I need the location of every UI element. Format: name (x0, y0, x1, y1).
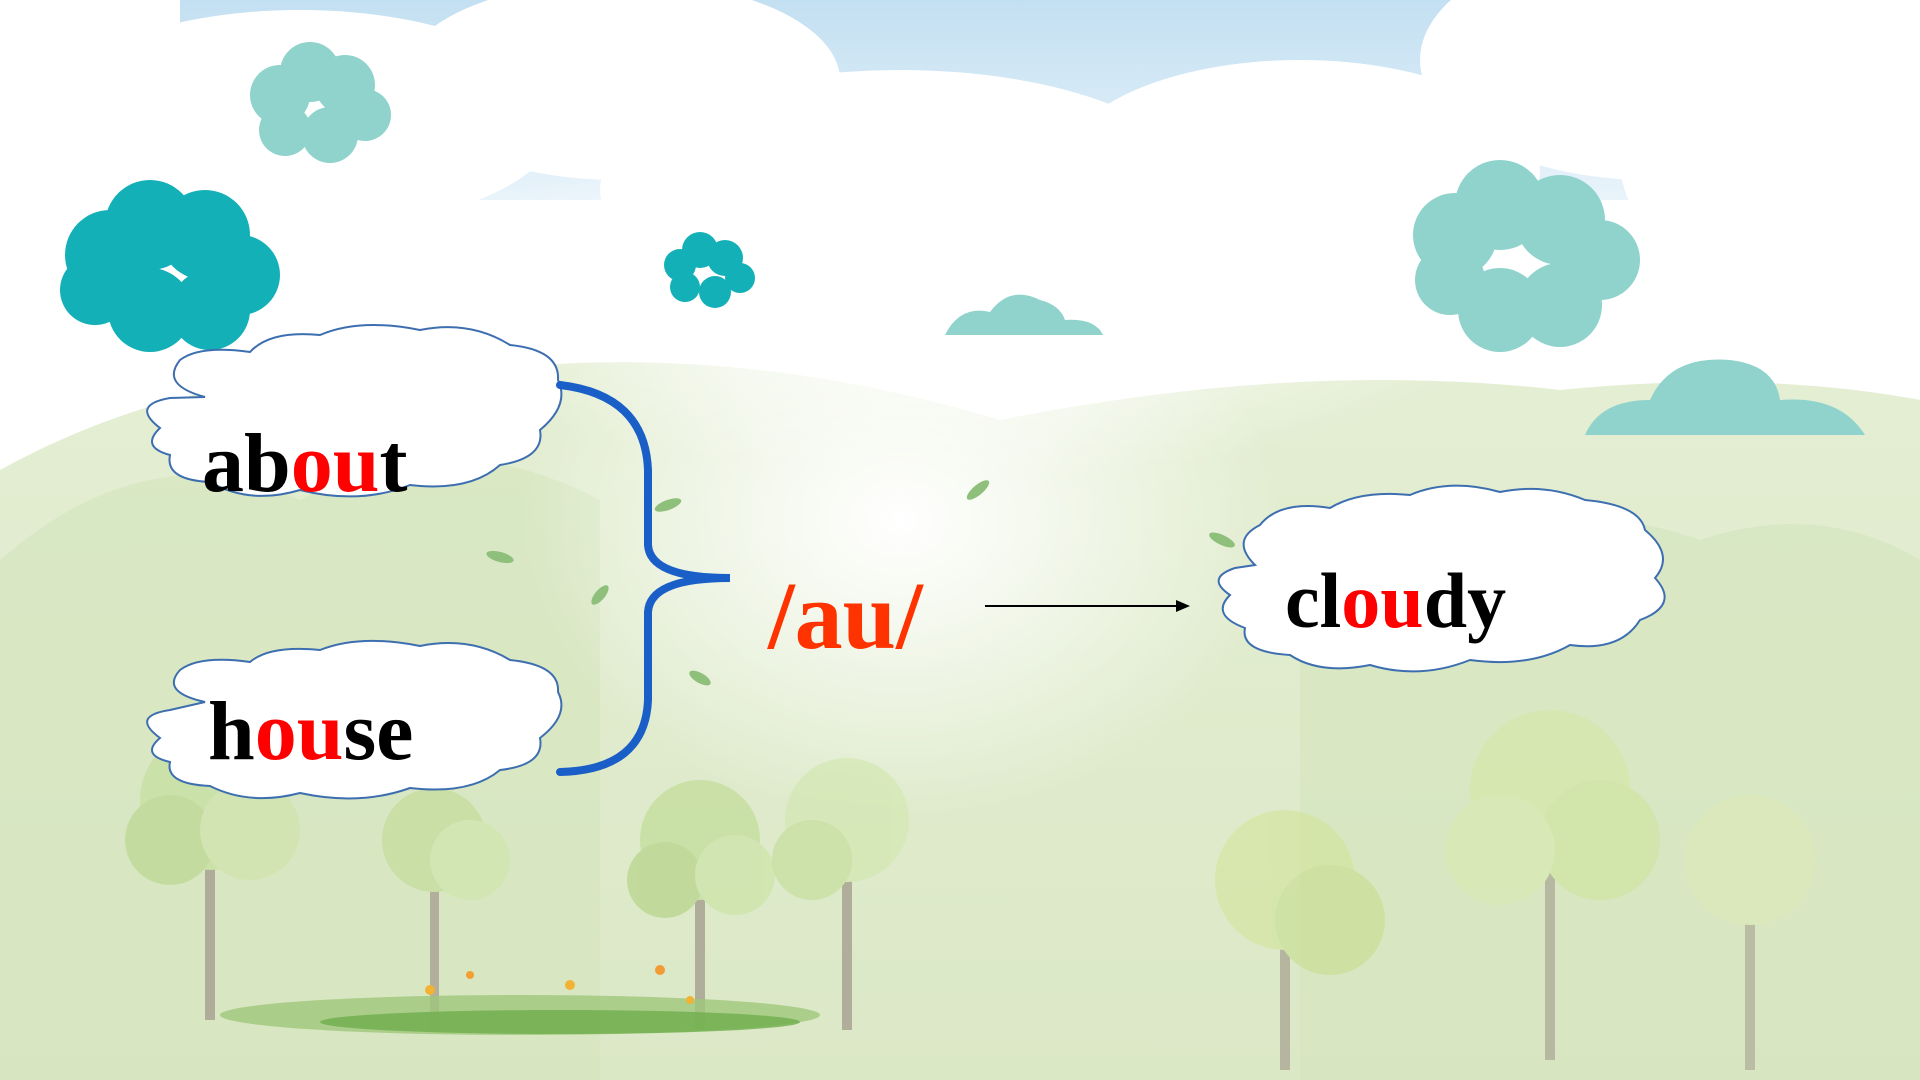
word-about-highlight: ou (290, 417, 380, 510)
word-house-highlight: ou (254, 685, 344, 778)
bubble-about (146, 324, 563, 498)
tree-icon (1445, 710, 1660, 1060)
cloud-icon (60, 180, 280, 352)
tree-icon (382, 788, 510, 1030)
tree-icon (1215, 810, 1385, 1070)
cloud-icon (1585, 359, 1865, 435)
mist-2 (400, 120, 1520, 480)
cloud-icon (250, 42, 391, 163)
word-house-part-3: se (343, 685, 414, 778)
cloud-icon (1413, 160, 1640, 352)
bubble-cloudy (1217, 484, 1666, 673)
word-cloudy-part-3: dy (1423, 557, 1507, 644)
word-cloudy-part-1: cl (1285, 557, 1342, 644)
word-cloudy-highlight: ou (1341, 557, 1424, 644)
brace-bracket (556, 381, 731, 776)
arrow-head-icon (1176, 600, 1190, 612)
phoneme-label: /au/ (768, 562, 923, 669)
grass-icon (220, 965, 820, 1035)
tree-icon (1685, 795, 1815, 1070)
bubble-house (146, 639, 563, 800)
word-cloudy: cloudy (1285, 562, 1506, 640)
word-about: about (202, 422, 407, 506)
word-about-part-1: ab (202, 417, 291, 510)
word-house-part-1: h (208, 685, 255, 778)
cloud-icon (945, 294, 1103, 335)
sky-clouds (40, 0, 1920, 310)
tree-icon (627, 780, 775, 1030)
tree-icon (772, 758, 909, 1030)
leaf-icon (486, 480, 1235, 686)
word-about-part-3: t (379, 417, 408, 510)
tree-icon (125, 730, 300, 1020)
cloud-icon (664, 232, 755, 308)
word-house: house (208, 690, 413, 774)
